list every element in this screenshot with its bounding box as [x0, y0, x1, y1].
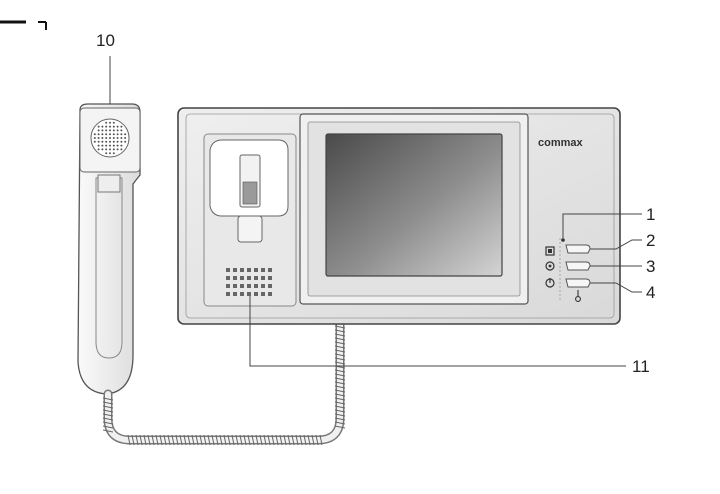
talk-icon [545, 278, 555, 288]
speaker-holes [93, 121, 127, 155]
handset-cradle [209, 139, 289, 243]
button-monitor[interactable] [565, 244, 591, 254]
leader-11 [249, 296, 626, 367]
button-door-open[interactable] [565, 261, 591, 271]
handset [77, 103, 141, 395]
brand-logo: commax [538, 137, 584, 149]
video-screen [325, 133, 503, 277]
callout-2: 2 [646, 231, 655, 250]
leader-1 [562, 213, 642, 238]
monitor-icon [545, 246, 555, 256]
callout-10: 10 [96, 31, 115, 50]
led-indicator [561, 238, 565, 242]
leader-2 [590, 239, 642, 250]
speaker-grille [226, 268, 272, 296]
button-talk[interactable] [565, 278, 591, 288]
key-icon [575, 290, 581, 302]
callout-11: 11 [632, 357, 650, 376]
callout-4: 4 [646, 283, 655, 302]
handset-speaker-grille [90, 118, 130, 158]
door-open-icon [545, 261, 555, 271]
cord-coils [102, 325, 346, 446]
corner-mark [0, 20, 47, 30]
coiled-cord [102, 317, 346, 446]
leader-4 [590, 282, 642, 293]
callout-3: 3 [646, 257, 655, 276]
callout-1: 1 [646, 205, 655, 224]
